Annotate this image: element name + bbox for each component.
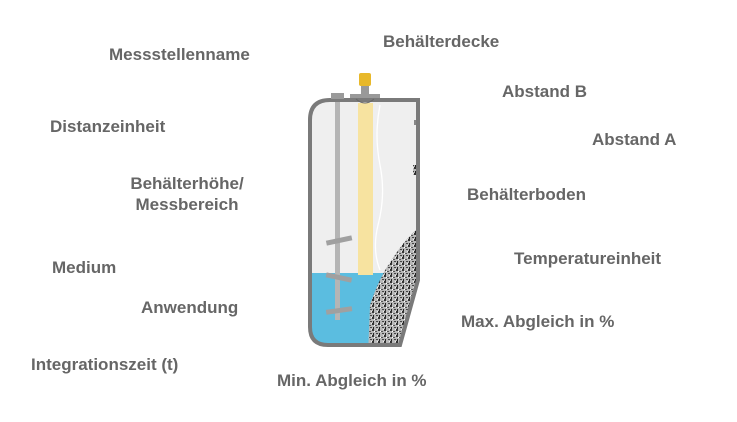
- radar-sensor-icon: [350, 73, 380, 104]
- label-abstand-b: Abstand B: [502, 82, 587, 101]
- label-behaelterhoehe-line2: Messbereich: [135, 195, 239, 214]
- label-integrationszeit: Integrationszeit (t): [31, 355, 179, 374]
- label-distanzeinheit: Distanzeinheit: [50, 117, 166, 136]
- agitator-shaft: [335, 100, 340, 320]
- label-messstellenname: Messstellenname: [109, 45, 250, 64]
- label-behaelterdecke: Behälterdecke: [383, 32, 500, 51]
- tank-diagram: [308, 73, 420, 347]
- label-abstand-a: Abstand A: [592, 130, 677, 149]
- radar-beam: [358, 103, 373, 275]
- label-min-abgleich: Min. Abgleich in %: [277, 371, 427, 390]
- label-temperatureinheit: Temperatureinheit: [514, 249, 662, 268]
- label-behaelterhoehe-line1: Behälterhöhe/: [130, 174, 244, 193]
- label-behaelterhoehe-messbereich: Behälterhöhe/ Messbereich: [118, 173, 256, 215]
- label-anwendung: Anwendung: [141, 298, 239, 317]
- label-medium: Medium: [52, 258, 117, 277]
- label-max-abgleich: Max. Abgleich in %: [461, 312, 615, 331]
- label-behaelterboden: Behälterboden: [467, 185, 587, 204]
